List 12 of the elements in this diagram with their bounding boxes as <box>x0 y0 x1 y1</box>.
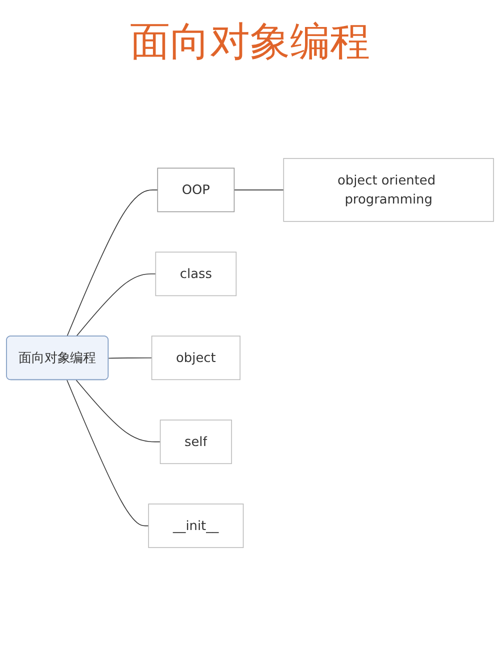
connector <box>76 380 161 442</box>
node-box: self <box>160 420 232 464</box>
node-box: object <box>151 336 240 380</box>
node-box: object oriented programming <box>283 158 494 222</box>
diagram-title: 面向对象编程 <box>129 18 371 67</box>
node-box: class <box>155 252 237 296</box>
connector <box>76 273 156 337</box>
node-box: __init__ <box>148 504 244 548</box>
connector <box>108 357 152 359</box>
connector <box>66 190 158 337</box>
connector <box>66 380 149 526</box>
node-box: OOP <box>157 168 235 212</box>
